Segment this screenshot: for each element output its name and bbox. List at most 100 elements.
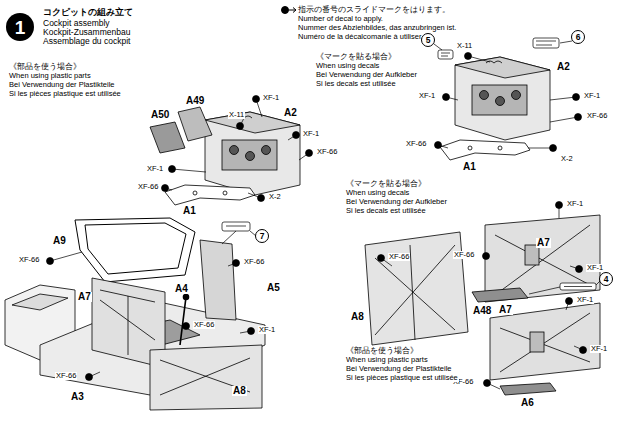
decal-leader <box>560 41 572 43</box>
part-number: A7 <box>498 305 513 315</box>
paint-dot <box>299 153 309 160</box>
cockpit-console <box>472 85 527 115</box>
paint-code: XF-66 <box>586 112 608 120</box>
paint-dot <box>550 97 576 100</box>
note-text: When using decals <box>345 189 410 197</box>
cockpit-console <box>246 152 255 161</box>
paint-code: X-2 <box>560 155 574 163</box>
paint-code: XF-1 <box>262 94 280 102</box>
decal-number: 4 <box>599 272 613 286</box>
side-panel <box>485 215 600 302</box>
callout-number: 6 <box>576 33 581 42</box>
decal-sheet-icon <box>441 53 450 56</box>
note-text: When using plastic parts <box>8 72 92 80</box>
title-text: Cockpit assembly <box>42 19 111 28</box>
note-text: Nummer des Abziehbildes, das anzubringen… <box>297 24 457 32</box>
cockpit-console <box>512 91 521 100</box>
paint-code: XF-66 <box>453 251 475 259</box>
decal-sheet-icon <box>560 283 596 290</box>
callout-number: 7 <box>260 232 265 241</box>
paint-code: XF-1 <box>583 92 601 100</box>
paint-dot <box>240 118 244 126</box>
step-number: 1 <box>6 13 34 41</box>
paint-dot <box>468 56 490 62</box>
frame-part <box>498 146 502 150</box>
cockpit-console <box>205 112 300 195</box>
title-text: Kockpit-Zusammenbau <box>42 28 131 37</box>
note-text: When using plastic parts <box>345 356 429 364</box>
part-number: A1 <box>182 206 197 216</box>
decal-icon <box>282 7 289 14</box>
paint-code: X-11 <box>228 111 245 119</box>
frame-part <box>165 185 255 205</box>
cockpit-console <box>496 97 505 106</box>
note-text: Si les pièces plastique est utilisée <box>345 374 459 382</box>
note-text: Si les decals est utilisée <box>345 207 427 215</box>
small-part <box>500 383 556 395</box>
paint-dot <box>47 53 587 390</box>
cockpit-console <box>230 146 239 155</box>
part-number: A7 <box>536 238 551 248</box>
note-text: Si les decals est utilisée <box>315 80 397 88</box>
frame-part <box>165 185 255 205</box>
side-panel <box>365 232 468 345</box>
part-number: A8 <box>350 312 365 322</box>
small-part <box>472 288 528 302</box>
decal-sheet-icon <box>438 38 559 59</box>
frame-part <box>75 218 195 282</box>
side-panel <box>375 245 455 340</box>
note-text: 《部品を使う場合》 <box>345 347 419 355</box>
pedal-part <box>150 107 212 153</box>
side-panel <box>530 332 544 352</box>
callout-number: 5 <box>426 36 431 45</box>
note-text: Bei Verwendung der Aufkleber <box>345 198 448 206</box>
side-panel <box>490 303 600 380</box>
note-text: When using decals <box>315 62 380 70</box>
decal-sheet-icon <box>226 226 246 227</box>
decal-number: 7 <box>255 229 269 243</box>
part-number: A2 <box>283 108 298 118</box>
decal-sheet-icon <box>529 283 596 294</box>
paint-dot <box>248 193 261 198</box>
control-stick <box>180 295 189 346</box>
paint-dot <box>574 346 583 350</box>
side-panel <box>500 313 590 372</box>
decal-sheet-icon <box>533 38 559 48</box>
side-panel <box>100 290 155 355</box>
paint-code: XF-66 <box>316 148 338 156</box>
part-number: A4 <box>174 284 189 294</box>
paint-dot <box>559 205 560 218</box>
side-panel <box>160 358 250 395</box>
cockpit-console <box>455 57 550 78</box>
frame-part <box>193 191 197 195</box>
part-number: A9 <box>52 236 67 246</box>
callout-number: 4 <box>604 275 609 284</box>
paint-code: XF-1 <box>302 130 320 138</box>
seat-part <box>12 294 68 310</box>
decal-icon <box>282 7 297 14</box>
paint-dot <box>446 97 458 100</box>
paint-dot <box>570 266 579 269</box>
part-number: A2 <box>556 62 571 72</box>
paint-code: XF-66 <box>193 321 215 329</box>
decal-sheet-icon <box>529 287 560 294</box>
part-number: A48 <box>472 306 492 316</box>
paint-code: XF-66 <box>405 140 427 148</box>
paint-code: XF-1 <box>590 345 608 353</box>
part-number: A1 <box>462 162 477 172</box>
frame-part <box>85 223 186 274</box>
part-number: A7 <box>77 292 92 302</box>
paint-code: XF-66 <box>137 183 159 191</box>
paint-dot <box>528 148 553 149</box>
cockpit-console <box>262 146 271 155</box>
note-text: 《マークを貼る場合》 <box>345 180 427 188</box>
part-number: A49 <box>185 96 205 106</box>
control-stick <box>184 295 189 300</box>
decal-number: 5 <box>421 33 435 47</box>
part-number: A50 <box>150 110 170 120</box>
small-part <box>472 288 556 395</box>
paint-code: XF-1 <box>586 264 604 272</box>
paint-code: XF-1 <box>146 165 164 173</box>
note-text: 《マークを貼る場合》 <box>315 53 397 61</box>
